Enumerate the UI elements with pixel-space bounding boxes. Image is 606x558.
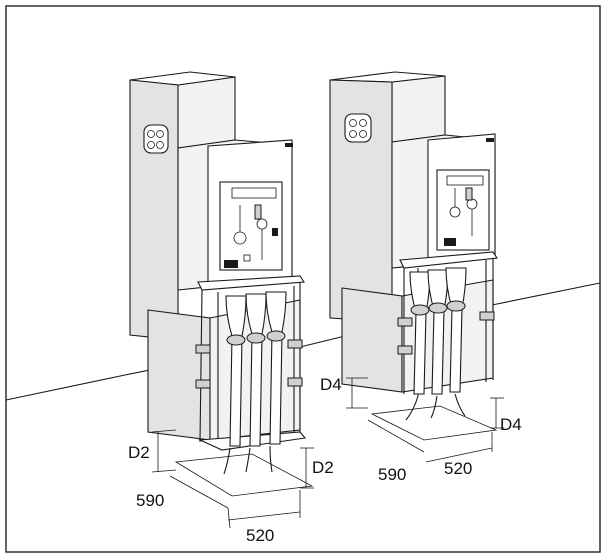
right-top-box: [391, 75, 446, 143]
left-control-panel: [219, 143, 293, 271]
dim-label-left-d2-upper: D2: [128, 443, 150, 462]
dim-label-left-590: 590: [136, 491, 164, 510]
left-cables: [223, 291, 287, 475]
left-switchgear-unit: [129, 71, 314, 497]
left-side-panel: [129, 79, 179, 341]
right-control-panel: [436, 138, 494, 251]
right-cables: [405, 267, 467, 421]
dim-label-right-590: 590: [378, 465, 406, 484]
left-top-box: [177, 76, 236, 149]
dim-label-left-d2-lower: D2: [312, 458, 334, 477]
dim-label-left-520: 520: [246, 526, 274, 545]
dim-label-right-d4-upper: D4: [320, 375, 342, 394]
right-floor-opening: [370, 405, 498, 441]
dim-label-right-d4-lower: D4: [500, 415, 522, 434]
floor-line-mid: [299, 335, 346, 348]
floor-line-right: [491, 282, 601, 306]
right-lower-base: [341, 287, 403, 393]
right-switchgear-unit: [329, 71, 498, 441]
dim-label-right-520: 520: [444, 459, 472, 478]
right-side-window: [344, 113, 372, 143]
left-floor-opening: [174, 453, 314, 497]
diagram-frame: [5, 5, 601, 553]
left-side-window: [143, 124, 169, 154]
dimension-lines: [151, 377, 504, 529]
